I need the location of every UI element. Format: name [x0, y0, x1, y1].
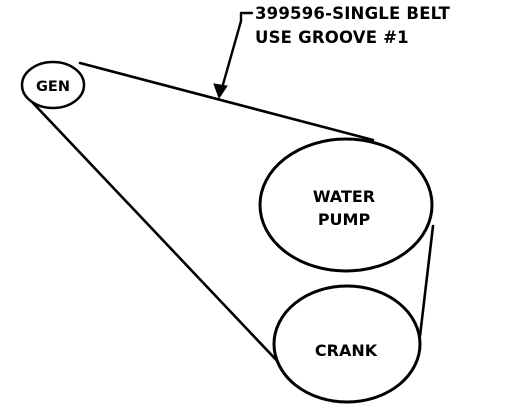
belt-segment-gen-to-crank: [31, 101, 284, 368]
water-pump-pulley: [258, 137, 434, 273]
groove-instruction-label: USE GROOVE #1: [255, 28, 409, 47]
crank-pulley: [272, 284, 422, 404]
belt-segment-water-pump-to-crank: [418, 224, 435, 338]
callout-arrowhead: [213, 83, 228, 100]
crank-label: CRANK: [315, 341, 378, 360]
belt-segment-gen-to-water-pump: [78, 61, 375, 142]
water-pump-label-line2: PUMP: [318, 210, 371, 229]
belt-part-number-label: 399596-SINGLE BELT: [255, 4, 451, 23]
callout-leader-line: [220, 11, 254, 90]
water-pump-label-line1: WATER: [313, 187, 375, 206]
generator-pulley: [20, 60, 86, 110]
generator-label: GEN: [36, 79, 70, 95]
